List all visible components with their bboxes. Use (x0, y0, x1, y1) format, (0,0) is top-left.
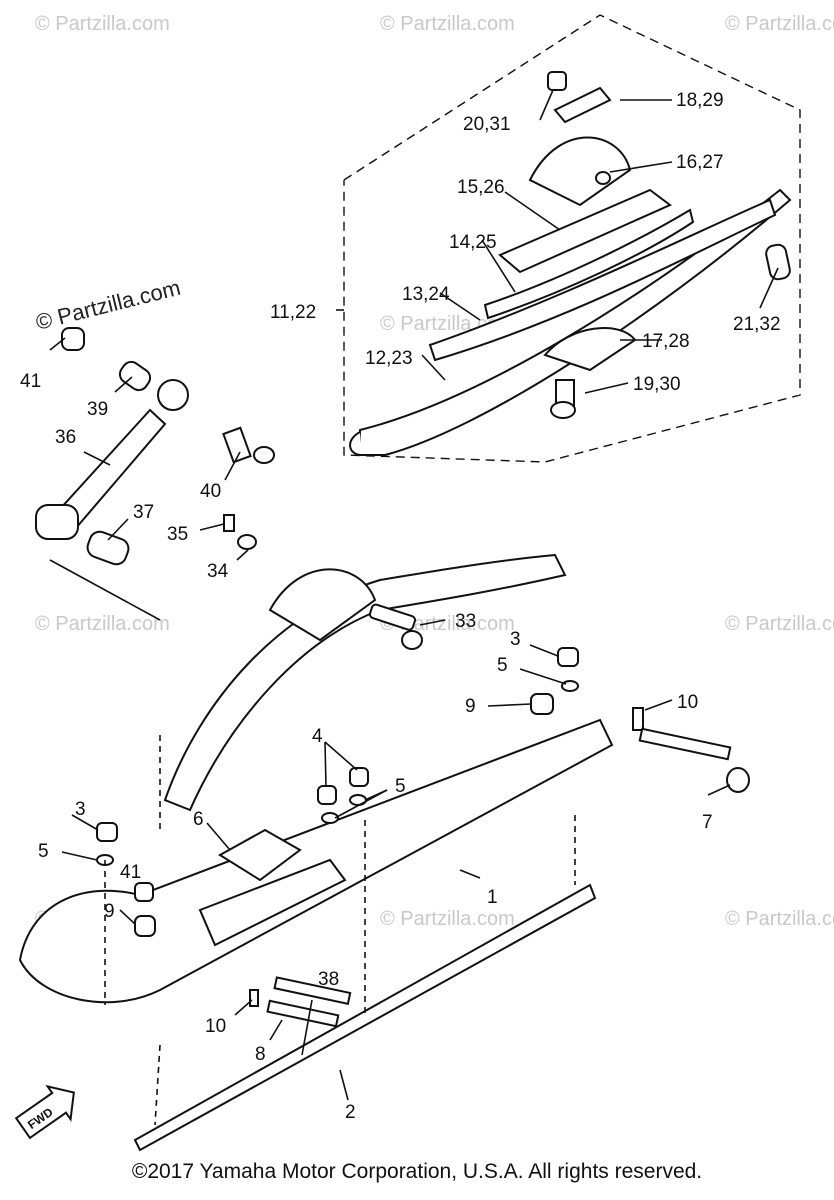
ski-runner-2 (133, 883, 597, 1152)
leader-lines-bottom (61, 644, 731, 1101)
label-37: 37 (133, 502, 154, 523)
bracket-6 (218, 828, 302, 882)
label-40: 40 (200, 481, 221, 502)
label-11-22: 11,22 (270, 302, 316, 323)
label-41: 41 (20, 371, 41, 392)
watermark: © Partzilla.com (725, 908, 834, 930)
leaf-spring-assembly (349, 71, 792, 456)
bolt-40 (222, 426, 252, 464)
clamp-18 (553, 86, 612, 124)
nut-20 (547, 71, 567, 91)
forward-arrow: FWD (14, 1084, 75, 1140)
label-41-lower: 41 (120, 862, 141, 883)
label-36: 36 (55, 427, 76, 448)
collar-21 (765, 243, 791, 281)
label-5-right: 5 (497, 655, 508, 676)
label-35: 35 (167, 524, 188, 545)
label-20-31: 20,31 (463, 114, 511, 135)
label-18-29: 18,29 (676, 90, 724, 111)
label-14-25: 14,25 (449, 232, 497, 253)
label-1: 1 (487, 887, 498, 908)
bolt-head-7 (726, 767, 750, 793)
cotter-pin-35 (223, 514, 235, 532)
label-38: 38 (318, 969, 339, 990)
bolt-8 (266, 999, 340, 1028)
washer-5b (321, 812, 339, 824)
label-10-left: 10 (205, 1016, 226, 1037)
watermark: © Partzilla.com (380, 13, 515, 35)
label-4: 4 (312, 726, 323, 747)
nut-3-right (557, 647, 579, 667)
cotter-pin-10-right (632, 707, 644, 731)
watermark: © Partzilla.com (380, 908, 515, 930)
ski-1 (18, 718, 614, 1004)
label-3-left: 3 (75, 799, 86, 820)
spring-seat-lower (268, 568, 377, 642)
label-2: 2 (345, 1102, 356, 1123)
bolt-head-33 (401, 630, 423, 650)
label-17-28: 17,28 (642, 331, 690, 352)
copyright-notice: ©2017 Yamaha Motor Corporation, U.S.A. A… (131, 1160, 703, 1183)
label-15-26: 15,26 (457, 177, 505, 198)
label-34: 34 (207, 561, 229, 582)
washer-5-right (561, 680, 579, 692)
label-12-23: 12,23 (365, 348, 413, 369)
label-9-right: 9 (465, 696, 476, 717)
label-19-30: 19,30 (633, 374, 681, 395)
label-10-right: 10 (677, 692, 698, 713)
spring-seat-16 (528, 136, 632, 207)
label-7: 7 (702, 812, 713, 833)
ski-saddle (198, 858, 347, 947)
leader-lines-top (421, 89, 779, 394)
ski-assembly (18, 647, 750, 1152)
nut-34 (237, 534, 257, 550)
bolt-38 (273, 976, 352, 1005)
leaf-spring-15 (498, 188, 672, 274)
bolt-7 (638, 727, 732, 761)
shock-eye-bottom (35, 504, 79, 540)
nut-4b (317, 785, 337, 805)
watermark: © Partzilla.com (725, 613, 834, 635)
label-3-right: 3 (510, 629, 521, 650)
nut-3-left (96, 822, 118, 842)
leaf-spring-13 (428, 198, 777, 362)
label-8: 8 (255, 1044, 266, 1065)
label-5-center: 5 (395, 776, 406, 797)
label-21-32: 21,32 (733, 314, 781, 335)
arrow-shape (14, 1084, 75, 1140)
bushing-39 (118, 360, 152, 392)
bushing-9-right (530, 693, 554, 715)
bushing-37 (86, 530, 130, 566)
watermark: © Partzilla.com (725, 13, 834, 35)
bolt-33 (368, 603, 416, 631)
label-16-27: 16,27 (676, 152, 724, 173)
nut-4a (349, 767, 369, 787)
part-labels: 20,31 18,29 16,27 15,26 14,25 13,24 11,2… (20, 90, 781, 1123)
assembly-boundary (343, 14, 801, 463)
nut-41 (61, 327, 85, 351)
nut-41-lower (134, 882, 154, 902)
spring-eye-front (349, 431, 363, 456)
bushing-9-left (134, 915, 156, 937)
bolt-head-19 (550, 401, 576, 419)
label-33: 33 (455, 611, 476, 632)
shock-eye-top (157, 379, 189, 411)
watermark-dark: © Partzilla.com (33, 275, 183, 335)
leaf-spring-14 (483, 208, 695, 320)
watermark: © Partzilla.com (35, 13, 170, 35)
label-9-left: 9 (104, 901, 115, 922)
lower-leaf-spring (159, 553, 567, 830)
label-39: 39 (87, 399, 108, 420)
cotter-pin-10-left (249, 989, 259, 1007)
bolt-hole (595, 171, 611, 185)
label-5-left: 5 (38, 841, 49, 862)
label-13-24: 13,24 (402, 284, 450, 305)
label-6: 6 (193, 809, 204, 830)
bolt-head-40 (253, 446, 275, 464)
shock-absorber-group (35, 327, 275, 621)
watermark: © Partzilla.com (35, 613, 170, 635)
